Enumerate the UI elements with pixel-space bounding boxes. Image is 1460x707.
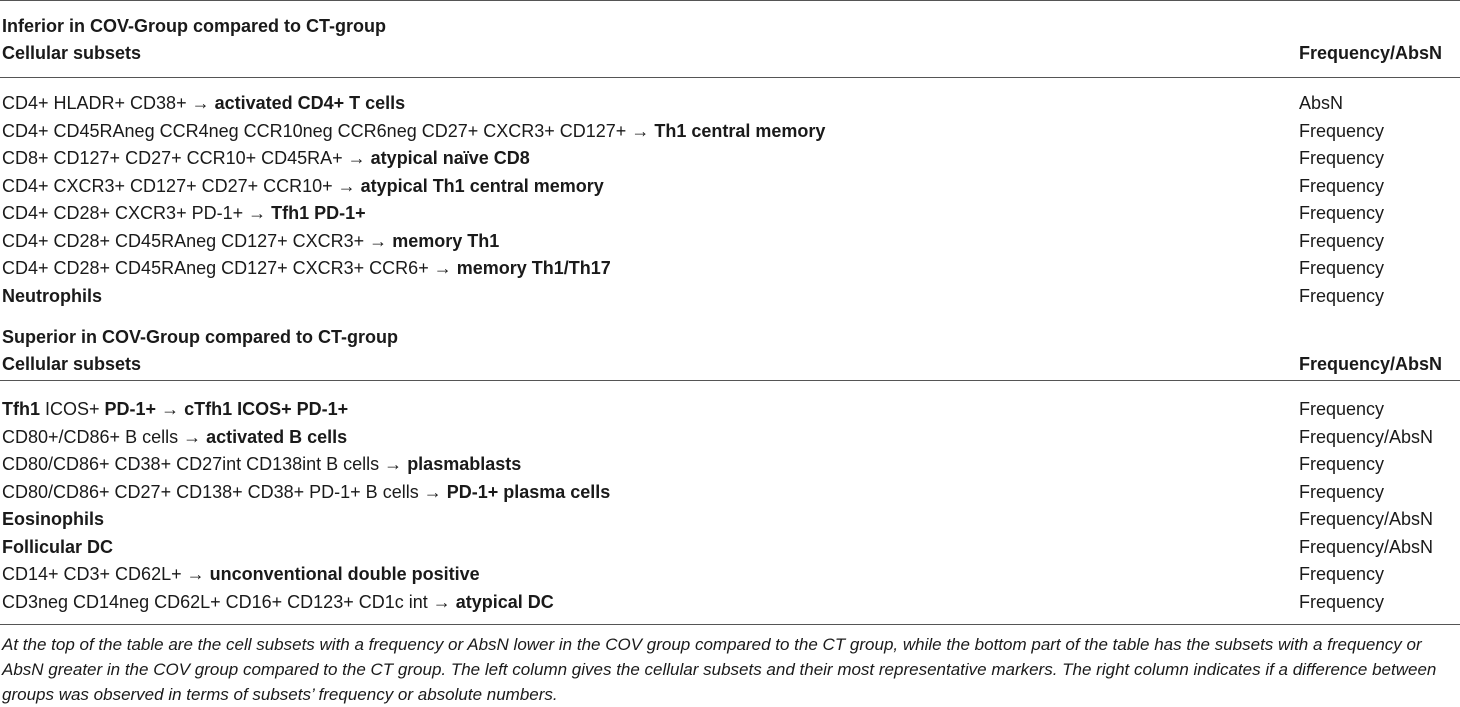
column-header-frequency-absn: Frequency/AbsN (1299, 354, 1443, 374)
subset-name: atypical Th1 central memory (360, 175, 604, 196)
marker-text: CD4+ CD45RAneg CCR4neg CCR10neg CCR6neg … (2, 120, 655, 141)
cellular-subset-cell: CD4+ CD28+ CXCR3+ PD-1+ → Tfh1 PD-1+ (2, 202, 366, 224)
frequency-absn-cell: Frequency/AbsN (1299, 426, 1434, 447)
subset-name: Th1 central memory (654, 120, 826, 141)
subset-name: unconventional double positive (209, 564, 480, 584)
subset-name: Follicular DC (2, 536, 114, 557)
frequency-absn-cell: Frequency (1299, 258, 1385, 278)
marker-text: CD8+ CD127+ CD27+ CCR10+ CD45RA+ → (2, 148, 371, 168)
marker-text: CD80/CD86+ CD27+ CD138+ CD38+ PD-1+ B ce… (2, 481, 447, 502)
cellular-subset-cell: Neutrophils (2, 285, 102, 307)
marker-text: CD4+ CD28+ CXCR3+ PD-1+ → (2, 203, 272, 223)
table-row: CD4+ HLADR+ CD38+ → activated CD4+ T cel… (0, 92, 1460, 120)
marker-text: CD80+/CD86+ B cells → (2, 426, 207, 447)
frequency-absn-cell: Frequency (1299, 203, 1385, 223)
cellular-subset-cell: Follicular DC (2, 536, 113, 558)
frequency-absn-cell: Frequency (1299, 148, 1385, 168)
subset-name: activated CD4+ T cells (214, 93, 406, 113)
frequency-absn-cell: AbsN (1299, 93, 1344, 113)
subset-name: Neutrophils (2, 285, 103, 306)
frequency-absn-cell: Frequency/AbsN (1299, 536, 1434, 557)
cellular-subset-cell: Eosinophils (2, 508, 104, 530)
subset-name: PD-1+ (104, 399, 157, 419)
subset-name: cTfh1 ICOS+ PD-1+ (184, 399, 349, 419)
table-footnote: At the top of the table are the cell sub… (2, 635, 1437, 704)
table-row: CD4+ CD28+ CD45RAneg CD127+ CXCR3+ CCR6+… (0, 257, 1460, 285)
marker-text: CD4+ CD28+ CD45RAneg CD127+ CXCR3+ → (2, 230, 393, 251)
cellular-subset-cell: CD4+ CD45RAneg CCR4neg CCR10neg CCR6neg … (2, 120, 825, 142)
subset-name: plasmablasts (407, 454, 522, 474)
header-rule (0, 380, 1460, 381)
cellular-subset-cell: CD14+ CD3+ CD62L+ → unconventional doubl… (2, 563, 480, 585)
table-row: CD4+ CD45RAneg CCR4neg CCR10neg CCR6neg … (0, 120, 1460, 148)
cellular-subset-cell: CD4+ CD28+ CD45RAneg CD127+ CXCR3+ CCR6+… (2, 257, 611, 279)
subset-name: Tfh1 (2, 399, 40, 419)
section-title: Superior in COV-Group compared to CT-gro… (2, 327, 399, 347)
table-row: CD14+ CD3+ CD62L+ → unconventional doubl… (0, 563, 1460, 591)
cellular-subset-cell: CD80/CD86+ CD38+ CD27int CD138int B cell… (2, 453, 521, 475)
subset-name: activated B cells (206, 426, 348, 447)
marker-text: CD4+ CD28+ CD45RAneg CD127+ CXCR3+ CCR6+… (2, 258, 457, 278)
cellular-subset-cell: Tfh1 ICOS+ PD-1+ → cTfh1 ICOS+ PD-1+ (2, 398, 348, 420)
table-row: CD3neg CD14neg CD62L+ CD16+ CD123+ CD1c … (0, 591, 1460, 619)
table-row: Follicular DC Frequency/AbsN (0, 536, 1460, 564)
table-row: CD80/CD86+ CD27+ CD138+ CD38+ PD-1+ B ce… (0, 481, 1460, 509)
subset-name: PD-1+ plasma cells (446, 481, 611, 502)
frequency-absn-cell: Frequency (1299, 454, 1385, 474)
frequency-absn-cell: Frequency (1299, 120, 1385, 141)
subset-name: atypical naïve CD8 (370, 148, 530, 168)
subset-name: atypical DC (455, 591, 554, 612)
frequency-absn-cell: Frequency (1299, 399, 1385, 419)
marker-text: CD3neg CD14neg CD62L+ CD16+ CD123+ CD1c … (2, 591, 456, 612)
table-row: CD4+ CXCR3+ CD127+ CD27+ CCR10+ → atypic… (0, 175, 1460, 203)
table-top-rule (0, 0, 1460, 1)
cellular-subset-cell: CD3neg CD14neg CD62L+ CD16+ CD123+ CD1c … (2, 591, 554, 613)
marker-text: CD80/CD86+ CD38+ CD27int CD138int B cell… (2, 454, 408, 474)
marker-text: ICOS+ (40, 399, 105, 419)
section-title: Inferior in COV-Group compared to CT-gro… (2, 16, 387, 36)
frequency-absn-cell: Frequency (1299, 564, 1385, 584)
marker-text: → (156, 399, 185, 419)
table-bottom-rule (0, 624, 1460, 625)
cellular-subset-cell: CD80+/CD86+ B cells → activated B cells (2, 426, 347, 448)
subset-name: memory Th1 (392, 230, 500, 251)
frequency-absn-cell: Frequency (1299, 481, 1385, 502)
frequency-absn-cell: Frequency (1299, 230, 1385, 251)
frequency-absn-cell: Frequency (1299, 175, 1385, 196)
frequency-absn-cell: Frequency/AbsN (1299, 509, 1434, 529)
table-row: Eosinophils Frequency/AbsN (0, 508, 1460, 536)
subset-name: Tfh1 PD-1+ (271, 203, 366, 223)
table-row: CD4+ CD28+ CXCR3+ PD-1+ → Tfh1 PD-1+ Freq… (0, 202, 1460, 230)
cellular-subset-cell: CD4+ HLADR+ CD38+ → activated CD4+ T cel… (2, 92, 405, 114)
column-header-cellular-subsets: Cellular subsets (2, 43, 142, 63)
subset-name: memory Th1/Th17 (456, 258, 611, 278)
column-header-cellular-subsets: Cellular subsets (2, 354, 142, 374)
header-rule (0, 77, 1460, 78)
column-header-frequency-absn: Frequency/AbsN (1299, 43, 1443, 63)
frequency-absn-cell: Frequency (1299, 285, 1385, 306)
cellular-subset-cell: CD4+ CD28+ CD45RAneg CD127+ CXCR3+ → mem… (2, 230, 499, 252)
marker-text: CD4+ HLADR+ CD38+ → (2, 93, 215, 113)
table-row: Tfh1 ICOS+ PD-1+ → cTfh1 ICOS+ PD-1+ Freq… (0, 398, 1460, 426)
cellular-subset-cell: CD4+ CXCR3+ CD127+ CD27+ CCR10+ → atypic… (2, 175, 604, 197)
table-row: Neutrophils Frequency (0, 285, 1460, 313)
marker-text: CD4+ CXCR3+ CD127+ CD27+ CCR10+ → (2, 175, 361, 196)
table-row: CD8+ CD127+ CD27+ CCR10+ CD45RA+ → atypi… (0, 147, 1460, 175)
cellular-subset-cell: CD80/CD86+ CD27+ CD138+ CD38+ PD-1+ B ce… (2, 481, 610, 503)
marker-text: CD14+ CD3+ CD62L+ → (2, 564, 210, 584)
table-row: CD4+ CD28+ CD45RAneg CD127+ CXCR3+ → mem… (0, 230, 1460, 258)
table-row: CD80+/CD86+ B cells → activated B cells F… (0, 426, 1460, 454)
cellular-subset-cell: CD8+ CD127+ CD27+ CCR10+ CD45RA+ → atypi… (2, 147, 530, 169)
table-row: CD80/CD86+ CD38+ CD27int CD138int B cell… (0, 453, 1460, 481)
frequency-absn-cell: Frequency (1299, 591, 1385, 612)
subset-name: Eosinophils (2, 509, 105, 529)
